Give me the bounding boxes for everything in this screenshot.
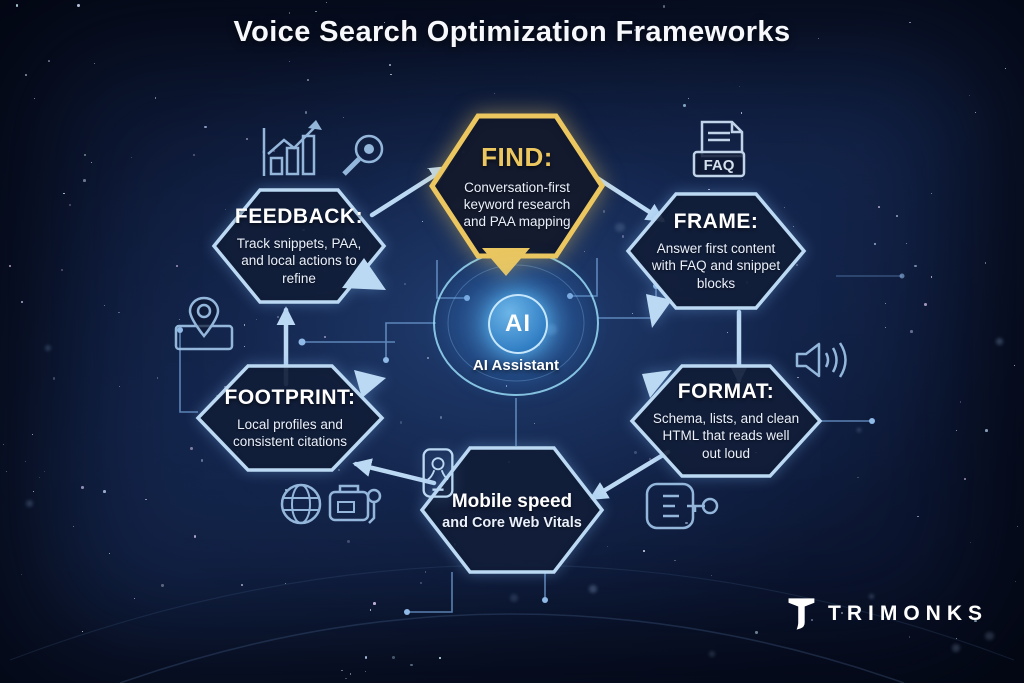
- ai-badge: AI: [488, 294, 548, 354]
- footprint-body: Local profiles and consistent citations: [218, 416, 362, 451]
- brand-name: TRIMONKS: [828, 602, 988, 626]
- map-pin-icon: [173, 296, 235, 352]
- node-frame: FRAME: Answer first content with FAQ and…: [628, 194, 804, 308]
- feedback-body: Track snippets, PAA, and local actions t…: [234, 235, 364, 287]
- node-footprint: FOOTPRINT: Local profiles and consistent…: [198, 366, 382, 470]
- format-body: Schema, lists, and clean HTML that reads…: [652, 410, 800, 462]
- frame-title: FRAME:: [674, 210, 759, 234]
- faq-document-icon: FAQ: [686, 120, 758, 186]
- feedback-title: FEEDBACK:: [235, 205, 363, 229]
- format-title: FORMAT:: [678, 380, 774, 404]
- mobile-phone-icon: [422, 448, 454, 498]
- find-body: Conversation-first keyword research and …: [452, 179, 582, 231]
- footprint-title: FOOTPRINT:: [225, 386, 356, 410]
- mobile-subtitle: and Core Web Vitals: [442, 515, 582, 531]
- orbit-arc: [120, 614, 904, 683]
- node-format: FORMAT: Schema, lists, and clean HTML th…: [632, 366, 820, 476]
- globe-icon: [278, 481, 324, 527]
- ai-assistant-label: AI Assistant: [426, 357, 606, 374]
- search-key-icon: [336, 130, 388, 182]
- node-mobile: Mobile speed and Core Web Vitals: [422, 448, 602, 572]
- node-find: FIND: Conversation-first keyword researc…: [432, 116, 602, 256]
- node-feedback: FEEDBACK: Track snippets, PAA, and local…: [214, 190, 384, 302]
- brand-logo: TRIMONKS: [788, 583, 988, 645]
- speaker-icon: [793, 336, 851, 384]
- mobile-title: Mobile speed: [452, 491, 572, 513]
- trimonks-logo-mark: [788, 585, 816, 643]
- page-title: Voice Search Optimization Frameworks: [0, 16, 1024, 49]
- bar-chart-growth-icon: [260, 118, 328, 178]
- faq-label: FAQ: [704, 157, 735, 174]
- keyword-key-icon: [643, 476, 721, 538]
- local-listing-key-icon: [326, 478, 384, 532]
- frame-body: Answer first content with FAQ and snippe…: [648, 240, 784, 292]
- find-title: FIND:: [481, 142, 553, 173]
